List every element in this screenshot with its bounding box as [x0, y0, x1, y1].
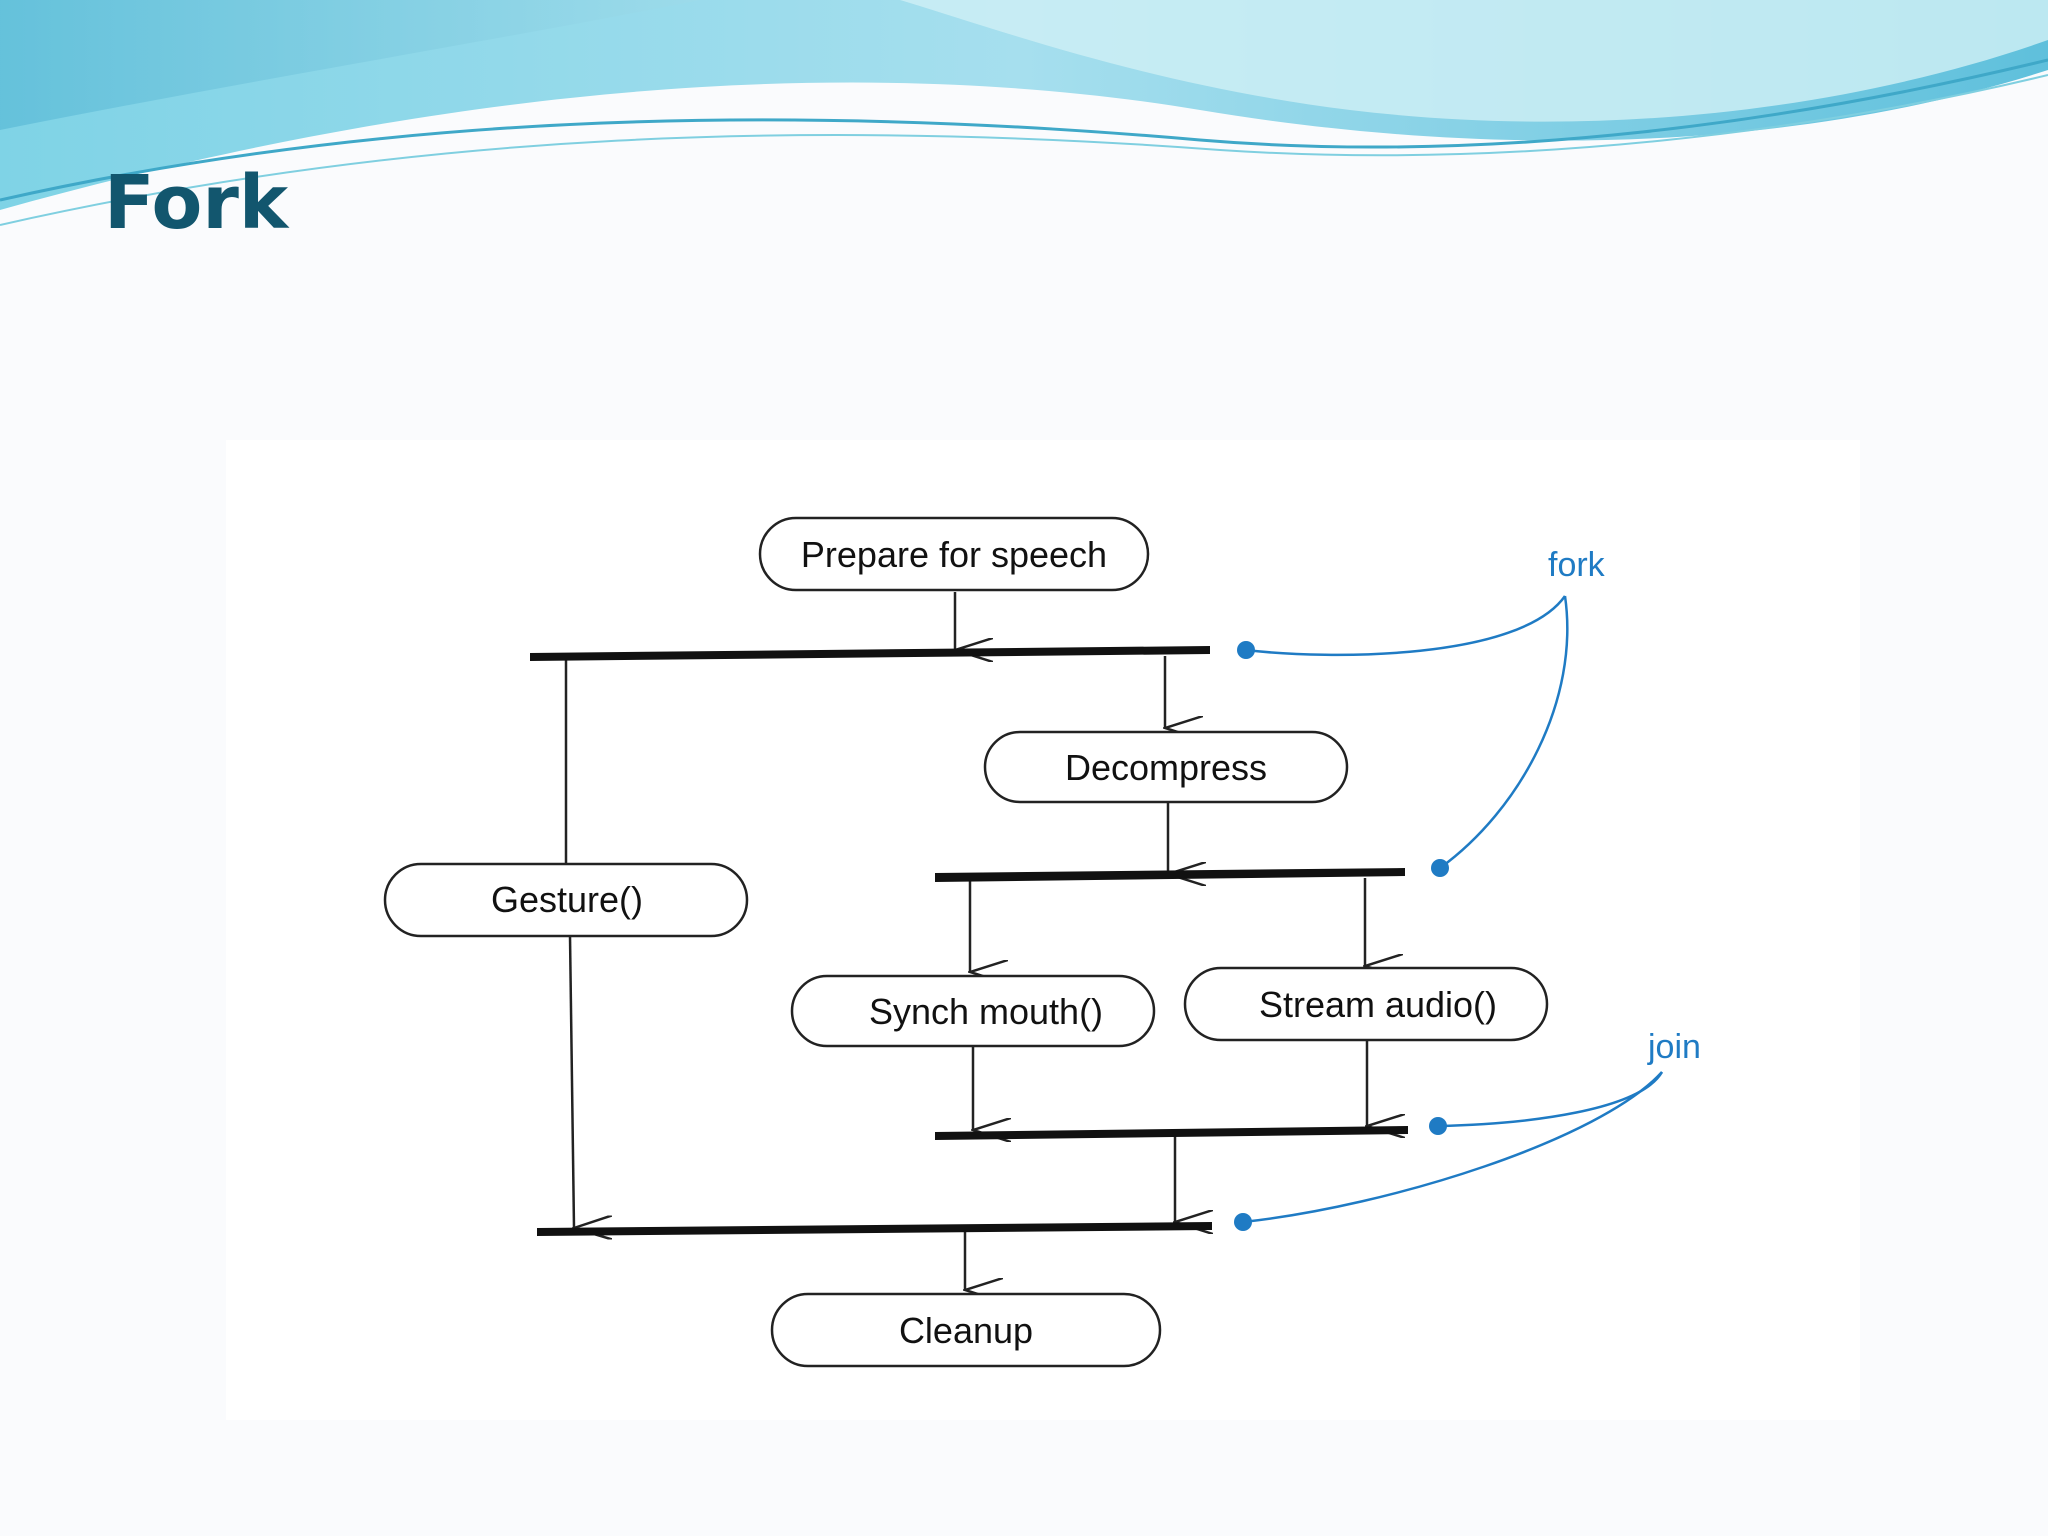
- fork-bar-2: [935, 868, 1405, 882]
- node-synch-mouth: [790, 974, 1156, 1048]
- node-cleanup: [770, 1292, 1162, 1368]
- join-dot-2: [1234, 1213, 1252, 1231]
- fork-annotation-label: fork: [1548, 546, 1606, 584]
- fork-dot-1: [1237, 641, 1255, 659]
- node-label-decompress: Decompress: [1065, 747, 1267, 788]
- fork-dot-2: [1431, 859, 1449, 877]
- node-gesture: [383, 862, 749, 938]
- node-decompress: [983, 730, 1349, 804]
- node-prepare-for-speech: [758, 516, 1150, 592]
- fork-leader-1: [1245, 595, 1567, 657]
- node-label-synch-mouth: Synch mouth(): [869, 991, 1103, 1032]
- fork-leader-2: [1439, 595, 1569, 870]
- join-annotation-label: join: [1647, 1028, 1701, 1066]
- node-label-prepare: Prepare for speech: [801, 534, 1107, 575]
- node-label-gesture: Gesture(): [491, 879, 643, 920]
- node-label-stream-audio: Stream audio(): [1259, 984, 1497, 1025]
- join-leader-2: [1242, 1071, 1663, 1224]
- edge-gesture-to-join2: [568, 935, 574, 1228]
- slide-title: Fork: [104, 160, 289, 246]
- node-label-cleanup: Cleanup: [899, 1310, 1033, 1351]
- fork-bar-1: [530, 646, 1210, 661]
- join-dot-1: [1429, 1117, 1447, 1135]
- join-bar-2: [537, 1222, 1212, 1236]
- node-stream-audio: [1183, 966, 1549, 1042]
- header-wave-decoration: [0, 0, 2048, 226]
- join-bar-1: [935, 1126, 1408, 1140]
